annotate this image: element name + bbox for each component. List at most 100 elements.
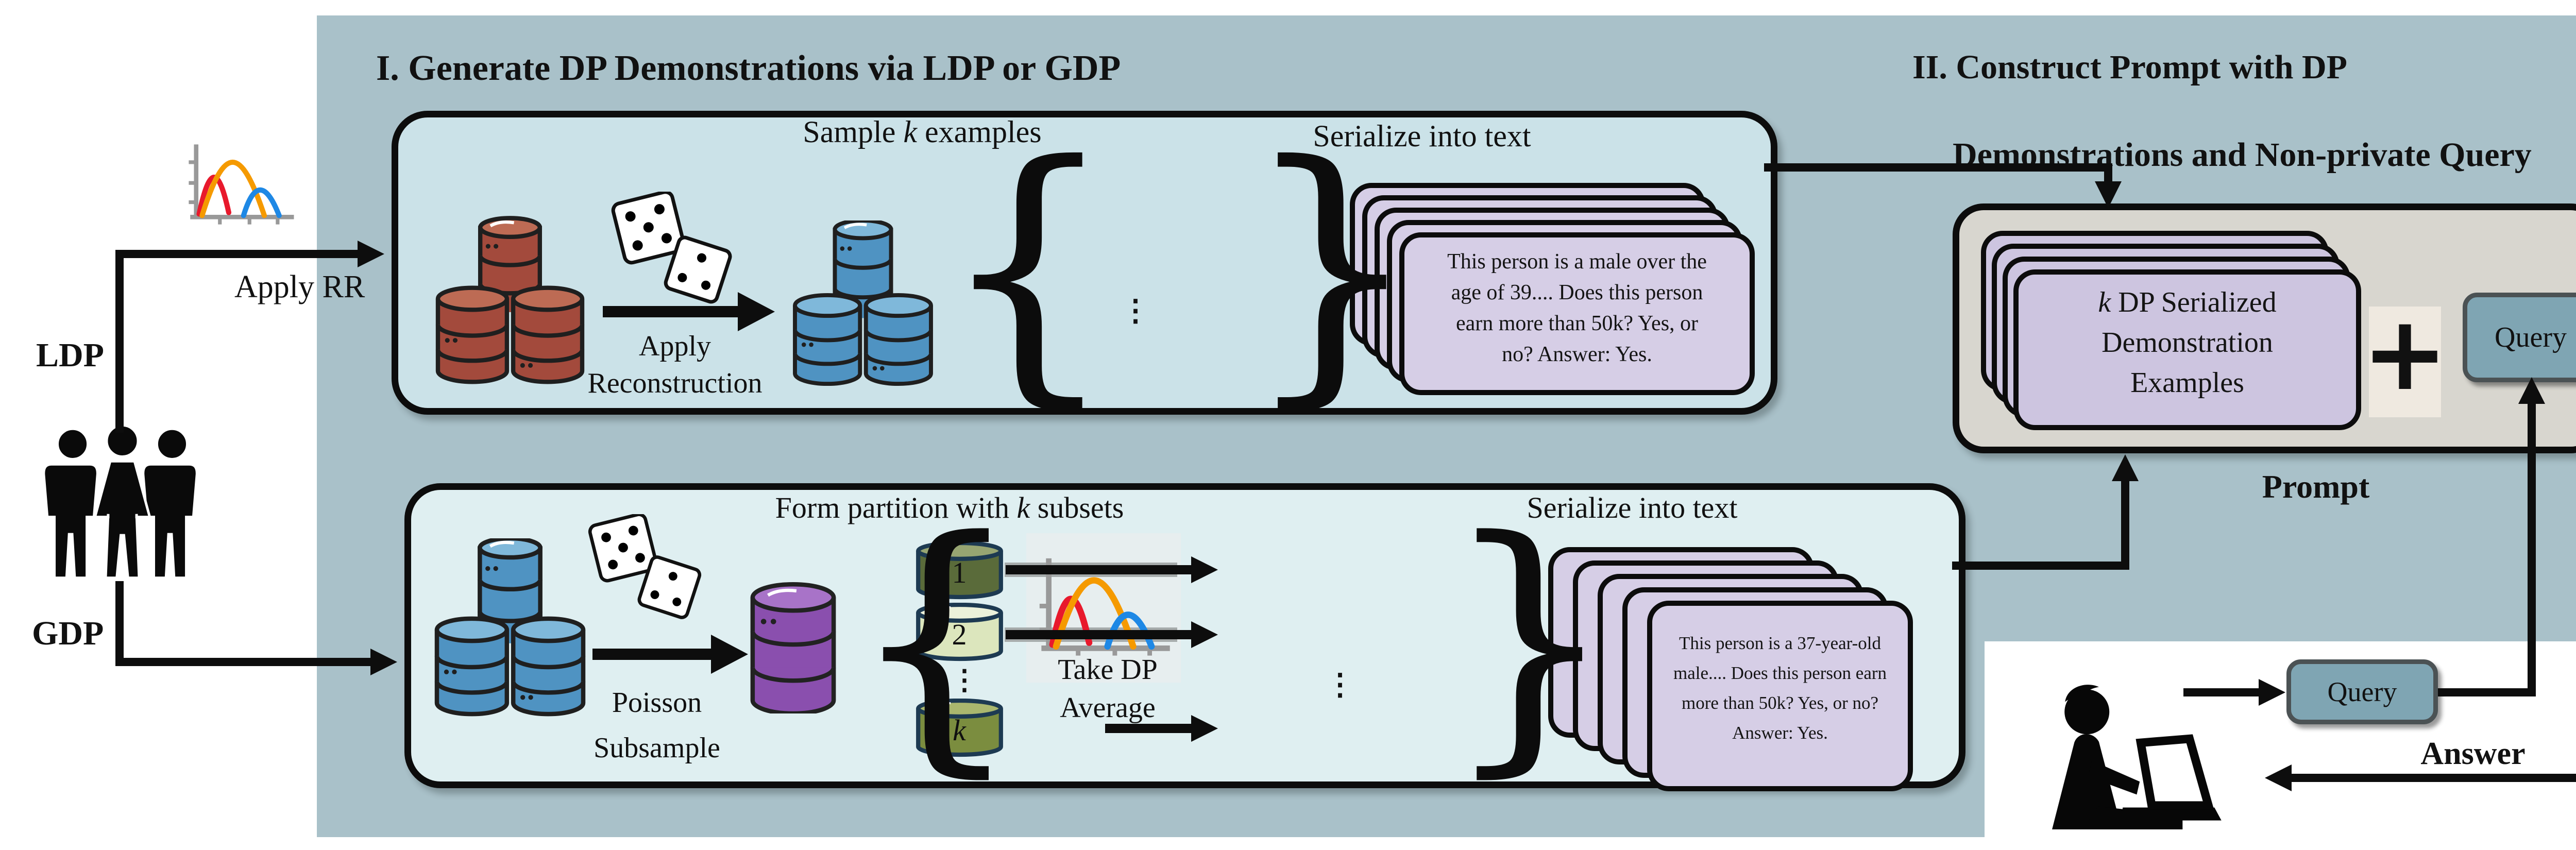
open-brace-bottom: { [849, 482, 1023, 800]
query-elbow-hline [2438, 688, 2536, 696]
person-at-laptop-icon [2052, 685, 2222, 829]
form-partition-k: k [1016, 491, 1030, 524]
prompt-card-line1: k DP Serialized [2019, 282, 2356, 322]
subset-2-cylinder [916, 603, 1003, 661]
person-to-query-shaft [2183, 688, 2260, 696]
serialize-title-bottom: Serialize into text [1527, 491, 1738, 524]
llm-answer-hline [2292, 774, 2576, 782]
section1-title: I. Generate DP Demonstrations via LDP or… [376, 48, 1121, 88]
card-bottom-line4: Answer: Yes. [1732, 723, 1828, 743]
subsetk-arrowhead [1191, 715, 1218, 742]
distribution-curves-icon [189, 144, 294, 225]
answer-arrowhead [2265, 764, 2292, 791]
serialized-card-top-front [1399, 232, 1755, 395]
subset1-arrow-shaft [1006, 565, 1191, 574]
subset-1-cylinder [916, 541, 1003, 600]
sample-k-title-k: k [903, 115, 918, 149]
card-bottom-line3: more than 50k? Yes, or no? [1681, 693, 1879, 713]
card-bottom-line1: This person is a 37-year-old [1679, 633, 1881, 653]
prompt-label: Prompt [2262, 468, 2370, 505]
apply-reconstruction-label-2: Reconstruction [587, 367, 762, 399]
plus-sign: + [2362, 294, 2448, 414]
open-brace-top: { [939, 105, 1117, 432]
ldp-line-horizontal [115, 250, 358, 258]
subsetk-arrow-shaft [1105, 724, 1191, 733]
take-dp-label-2: Average [1060, 692, 1156, 724]
sample-k-title: Sample k examples [803, 114, 1041, 150]
bottom-serialized-to-prompt-arrowhead [2112, 454, 2139, 481]
plus-backdrop [2369, 307, 2441, 417]
gdp-line-vertical [115, 581, 124, 666]
serialize-title-top: Serialize into text [1313, 119, 1531, 153]
person-to-query-arrowhead [2259, 679, 2285, 706]
sample-k-title-post: examples [917, 115, 1042, 149]
ldp-label: LDP [36, 336, 104, 374]
three-people-icon [42, 425, 198, 580]
apply-reconstruction-arrow-shaft [603, 306, 738, 317]
form-partition-post: subsets [1030, 491, 1124, 524]
card-top-line2: age of 39.... Does this person [1451, 281, 1703, 304]
query-elbow-vline [2528, 401, 2536, 696]
dice-icon-top [611, 192, 732, 304]
query-box-user: Query [2286, 659, 2438, 724]
subsampled-database-icon [750, 582, 836, 713]
gdp-line-horizontal [115, 658, 370, 666]
bottom-serialized-to-prompt-hline [1952, 562, 2129, 570]
prompt-card-line1-k: k [2098, 286, 2111, 318]
serialized-card-top-text: This person is a male over the age of 39… [1404, 246, 1750, 370]
ldp-arrowhead [358, 241, 384, 267]
apply-reconstruction-arrowhead [738, 292, 775, 331]
query-to-prompt-arrowhead [2518, 377, 2545, 404]
answer-label: Answer [2420, 736, 2526, 771]
query-box-prompt: Query [2463, 293, 2576, 382]
serialized-card-bottom-front [1647, 601, 1913, 791]
close-brace-bottom: } [1443, 482, 1617, 800]
gdp-label: GDP [32, 615, 104, 652]
ellipsis-bottom-examples: ⋮ [1325, 668, 1355, 701]
prompt-card-line2: Demonstration [2102, 327, 2273, 359]
prompt-card-front [2013, 269, 2361, 430]
subset2-arrow-shaft [1006, 630, 1191, 639]
prompt-card-text: k DP Serialized Demonstration Examples [2019, 282, 2356, 403]
ldp-line-vertical [115, 250, 124, 433]
close-brace-top: } [1243, 105, 1421, 432]
card-top-line3: earn more than 50k? Yes, or [1455, 312, 1699, 335]
query-box-user-label: Query [2327, 676, 2397, 707]
reconstructed-database-icon [793, 220, 933, 386]
private-database-icon-bottom [434, 538, 586, 717]
sample-k-title-pre: Sample [803, 115, 904, 149]
prompt-card-line3: Examples [2130, 367, 2244, 399]
form-partition-pre: Form partition with [775, 491, 1017, 524]
subset-2-label: 2 [952, 618, 967, 651]
subset2-arrowhead [1191, 621, 1218, 648]
top-serialized-to-prompt-hline [1764, 163, 2112, 172]
ellipsis-subsets: ⋮ [951, 665, 978, 695]
subset-k-cylinder [916, 699, 1003, 757]
card-top-line1: This person is a male over the [1447, 250, 1707, 274]
query-box-prompt-label: Query [2495, 321, 2567, 353]
subset-1-label: 1 [952, 556, 967, 589]
card-bottom-line2: male.... Does this person earn [1673, 663, 1887, 683]
prompt-card-line1-rest: DP Serialized [2111, 286, 2277, 318]
take-dp-average-curves-icon [1039, 558, 1170, 656]
poisson-arrow-shaft [592, 649, 711, 660]
subset-k-label: k [953, 713, 966, 747]
apply-reconstruction-label-1: Apply [639, 330, 711, 362]
ellipsis-top-examples: ⋮ [1121, 294, 1150, 327]
bottom-serialized-to-prompt-vline [2121, 479, 2129, 570]
poisson-label-1: Poisson [612, 687, 702, 719]
section2-title-line1: II. Construct Prompt with DP [1912, 48, 2347, 86]
take-dp-label-1: Take DP [1058, 654, 1158, 686]
take-dp-average-chart-backdrop [1026, 533, 1181, 683]
private-database-icon [435, 216, 585, 384]
serialized-card-bottom-text: This person is a 37-year-old male.... Do… [1652, 628, 1908, 748]
card-top-line4: no? Answer: Yes. [1502, 343, 1652, 366]
gdp-arrowhead [370, 649, 397, 675]
apply-rr-label: Apply RR [234, 269, 365, 304]
poisson-arrowhead [711, 635, 748, 674]
top-serialized-to-prompt-arrowhead [2095, 181, 2122, 208]
top-serialized-to-prompt-vline [2104, 163, 2112, 183]
poisson-label-2: Subsample [594, 732, 720, 764]
subset1-arrowhead [1191, 556, 1218, 583]
